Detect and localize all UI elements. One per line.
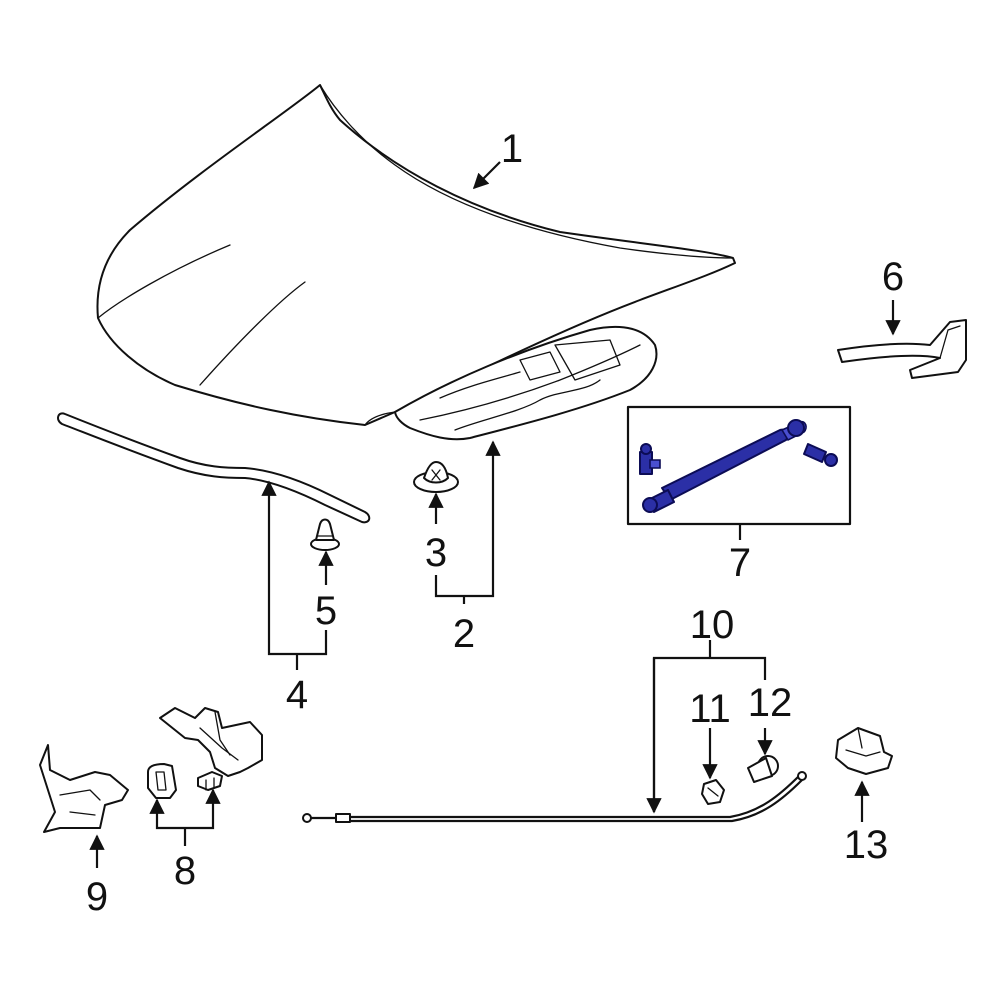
callout-11: 11: [689, 687, 731, 731]
callout-8: 8: [174, 849, 196, 893]
insulator-clip: [413, 461, 459, 493]
weatherstrip-clip: [310, 518, 340, 551]
callout-numbers: 1 2 3 4 5 6 7 8 9 10 11 12 13: [86, 127, 904, 919]
cable-clip: [701, 779, 725, 805]
seal: [837, 319, 967, 379]
release-handle: [835, 727, 893, 775]
callout-9: 9: [86, 875, 108, 919]
callout-6: 6: [882, 255, 904, 299]
weatherstrip: [57, 412, 371, 524]
grommet: [747, 755, 779, 783]
callout-3: 3: [425, 531, 447, 575]
callout-12: 12: [748, 681, 793, 725]
hood-panel: [96, 84, 736, 426]
bumpers-and-stopper: [147, 763, 223, 799]
latch-bracket: [39, 744, 129, 833]
callout-13: 13: [844, 823, 889, 867]
hood-latch: [159, 707, 263, 777]
callout-5: 5: [315, 589, 337, 633]
callout-lines: [89, 161, 901, 868]
release-cable: [302, 771, 807, 823]
callout-7: 7: [729, 541, 751, 585]
callout-4: 4: [286, 673, 308, 717]
callout-10: 10: [690, 603, 735, 647]
callout-2: 2: [453, 612, 475, 656]
lift-support-strut: [626, 405, 852, 526]
hood-insulator: [394, 325, 658, 441]
callout-1: 1: [501, 127, 523, 171]
